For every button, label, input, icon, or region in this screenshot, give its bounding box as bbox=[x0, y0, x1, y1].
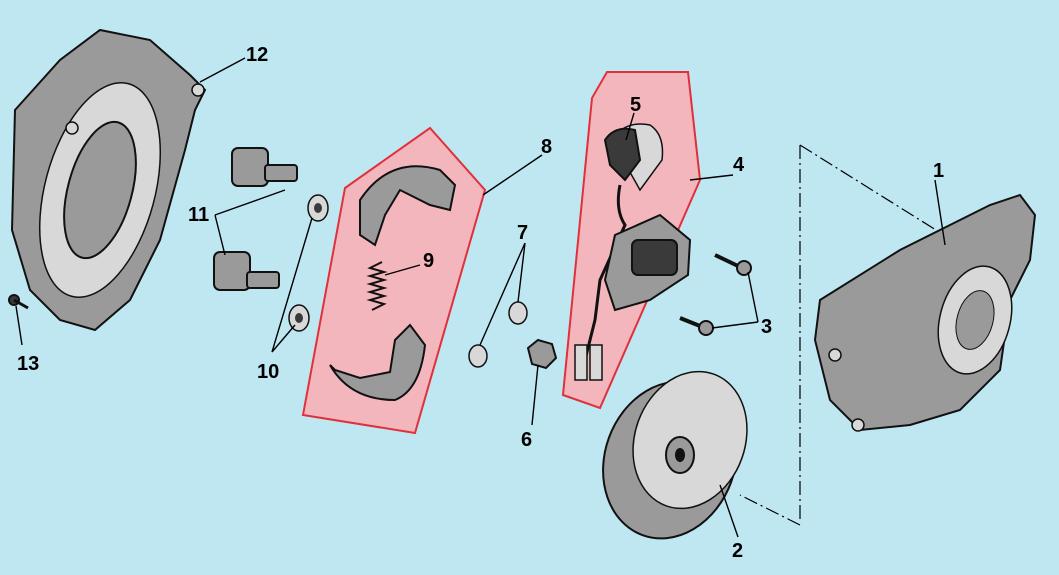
label-2: 2 bbox=[732, 540, 743, 562]
part-washers-7 bbox=[468, 301, 528, 368]
part-screw-13 bbox=[8, 294, 29, 310]
label-11: 11 bbox=[188, 204, 209, 226]
part-spark-plug-cap-5 bbox=[603, 123, 664, 192]
part-flywheel-2 bbox=[602, 370, 748, 540]
part-crankcase-1 bbox=[813, 193, 1037, 432]
label-9: 9 bbox=[423, 250, 434, 272]
part-nut-6 bbox=[526, 338, 558, 370]
leader-lines bbox=[15, 57, 946, 538]
label-6: 6 bbox=[521, 429, 532, 451]
part-clutch-shoes-8 bbox=[329, 165, 457, 402]
label-1: 1 bbox=[933, 160, 944, 182]
part-starter-housing bbox=[10, 28, 207, 332]
part-ignition-coil-4 bbox=[574, 184, 692, 381]
label-12: 12 bbox=[246, 44, 268, 66]
label-13: 13 bbox=[17, 353, 39, 375]
part-spring-9 bbox=[366, 261, 388, 311]
part-washers-10 bbox=[288, 194, 329, 332]
part-bolts-11 bbox=[213, 147, 298, 291]
axis-line bbox=[739, 144, 961, 526]
label-4: 4 bbox=[733, 154, 745, 176]
label-3: 3 bbox=[761, 316, 772, 338]
label-8: 8 bbox=[541, 136, 552, 158]
label-5: 5 bbox=[630, 94, 641, 116]
part-screws-3 bbox=[679, 253, 752, 336]
label-7: 7 bbox=[517, 222, 528, 244]
label-10: 10 bbox=[257, 361, 279, 383]
